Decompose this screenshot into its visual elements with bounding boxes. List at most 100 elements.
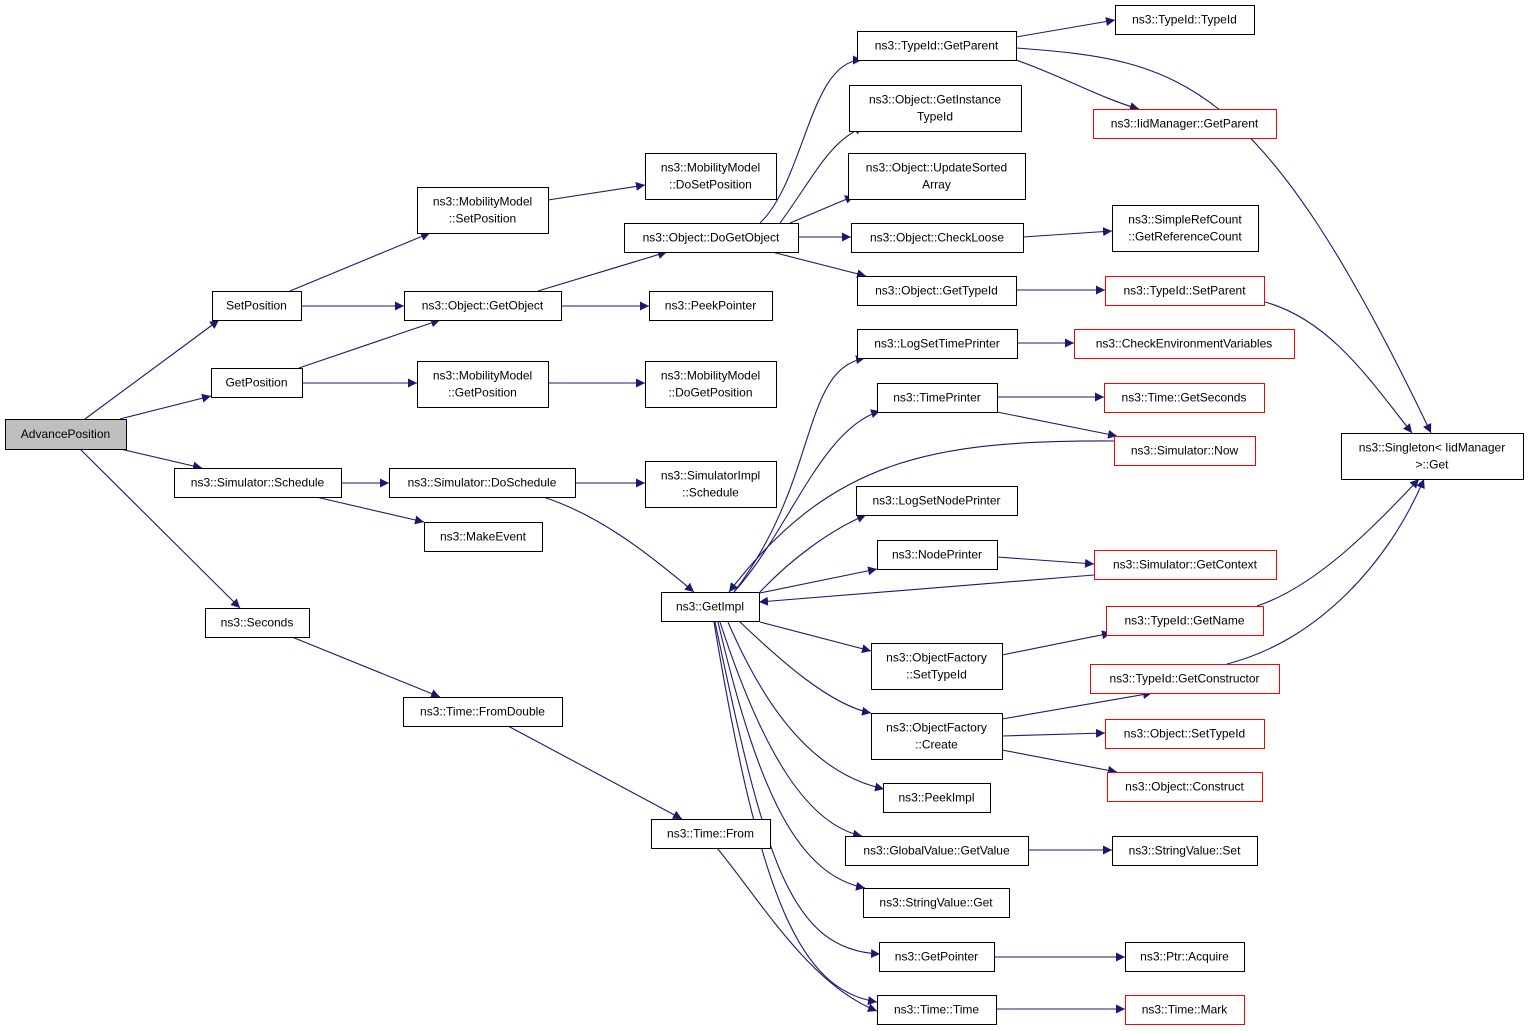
node-box xyxy=(871,713,1003,760)
edge-sim_dosched-to-getimpl xyxy=(542,496,695,593)
node-singleton_get[interactable]: ns3::Singleton< IidManager>::Get xyxy=(1341,433,1524,480)
node-box xyxy=(1112,836,1258,866)
node-label: ns3::SimulatorImpl xyxy=(661,469,760,483)
node-sched[interactable]: ns3::Simulator::Schedule xyxy=(174,468,342,498)
node-checkenv[interactable]: ns3::CheckEnvironmentVariables xyxy=(1074,329,1295,359)
edge-getimpl-to-nodeprinter xyxy=(759,566,878,594)
node-fromdouble[interactable]: ns3::Time::FromDouble xyxy=(403,697,563,727)
node-peekptr[interactable]: ns3::PeekPointer xyxy=(649,291,773,321)
node-seconds[interactable]: ns3::Seconds xyxy=(205,608,310,638)
node-label: ns3::Ptr::Acquire xyxy=(1140,950,1229,964)
node-box xyxy=(845,836,1029,866)
node-box xyxy=(645,461,777,508)
node-label: ns3::MobilityModel xyxy=(661,161,760,175)
node-obj_checkloose[interactable]: ns3::Object::CheckLoose xyxy=(851,223,1024,253)
node-getimpl[interactable]: ns3::GetImpl xyxy=(661,592,760,622)
node-logsetnode[interactable]: ns3::LogSetNodePrinter xyxy=(856,486,1018,516)
node-sim_getcontext[interactable]: ns3::Simulator::GetContext xyxy=(1094,550,1277,580)
node-time_from[interactable]: ns3::Time::From xyxy=(651,819,771,849)
node-label: ns3::Object::DoGetObject xyxy=(643,231,780,245)
edge-timeprinter-to-sim_now xyxy=(996,411,1118,439)
node-gv_getvalue[interactable]: ns3::GlobalValue::GetValue xyxy=(845,836,1029,866)
node-label: ns3::MobilityModel xyxy=(433,195,532,209)
edge-typeid_getctor-to-singleton_get xyxy=(1226,478,1425,665)
node-label: ns3::Time::Mark xyxy=(1142,1003,1229,1017)
node-advance[interactable]: AdvancePosition xyxy=(5,419,127,450)
node-label: ns3::StringValue::Set xyxy=(1129,844,1242,858)
node-getpos[interactable]: GetPosition xyxy=(211,368,303,398)
node-box xyxy=(863,888,1010,918)
node-time_mark[interactable]: ns3::Time::Mark xyxy=(1125,995,1245,1025)
node-box xyxy=(651,819,771,849)
node-box xyxy=(624,223,799,253)
node-logsettime[interactable]: ns3::LogSetTimePrinter xyxy=(857,329,1018,359)
node-time_getseconds[interactable]: ns3::Time::GetSeconds xyxy=(1104,383,1265,413)
node-box xyxy=(389,468,576,498)
node-box xyxy=(174,468,342,498)
node-sim_now[interactable]: ns3::Simulator::Now xyxy=(1114,436,1256,466)
node-label: ns3::SimpleRefCount xyxy=(1128,213,1242,227)
node-dogetobj[interactable]: ns3::Object::DoGetObject xyxy=(624,223,799,253)
node-srefcount[interactable]: ns3::SimpleRefCount::GetReferenceCount xyxy=(1112,205,1259,252)
node-makeevent[interactable]: ns3::MakeEvent xyxy=(424,522,543,552)
node-mm_dogetpos[interactable]: ns3::MobilityModel::DoGetPosition xyxy=(645,361,777,408)
edge-dogetobj-to-obj_getinst xyxy=(779,126,865,224)
node-box xyxy=(851,223,1024,253)
node-box xyxy=(645,153,777,200)
node-obj_settypeid[interactable]: ns3::Object::SetTypeId xyxy=(1105,719,1265,749)
node-simimpl_sched[interactable]: ns3::SimulatorImpl::Schedule xyxy=(645,461,777,508)
node-obj_getobj[interactable]: ns3::Object::GetObject xyxy=(404,291,562,321)
node-mm_getpos[interactable]: ns3::MobilityModel::GetPosition xyxy=(417,361,549,408)
node-of_settypeid[interactable]: ns3::ObjectFactory::SetTypeId xyxy=(871,643,1003,690)
edge-advance-to-seconds xyxy=(79,448,241,609)
node-label: ns3::Simulator::Schedule xyxy=(191,476,325,490)
node-box xyxy=(1341,433,1524,480)
node-box xyxy=(1105,719,1265,749)
node-mm_setpos[interactable]: ns3::MobilityModel::SetPosition xyxy=(417,187,549,234)
node-box xyxy=(857,31,1017,61)
node-box xyxy=(1104,383,1265,413)
node-time_time[interactable]: ns3::Time::Time xyxy=(877,995,997,1025)
node-typeid_setparent[interactable]: ns3::TypeId::SetParent xyxy=(1105,276,1265,306)
edge-getimpl-to-sv_get xyxy=(717,621,866,891)
node-label: ::SetTypeId xyxy=(906,668,967,682)
edge-getimpl-to-time_time xyxy=(713,621,878,1006)
edge-sim_getcontext-to-getimpl xyxy=(758,574,1095,606)
node-label: ::GetReferenceCount xyxy=(1128,230,1242,244)
node-box xyxy=(424,522,543,552)
node-obj_construct[interactable]: ns3::Object::Construct xyxy=(1107,772,1263,802)
node-box xyxy=(1105,276,1265,306)
node-timeprinter[interactable]: ns3::TimePrinter xyxy=(877,383,998,413)
edge-advance-to-getpos xyxy=(119,393,212,420)
node-label: ns3::NodePrinter xyxy=(892,548,982,562)
node-box xyxy=(877,995,997,1025)
node-box xyxy=(212,291,302,321)
node-typeid_typeid[interactable]: ns3::TypeId::TypeId xyxy=(1115,5,1255,35)
node-nodeprinter[interactable]: ns3::NodePrinter xyxy=(877,540,998,570)
node-ptr_acquire[interactable]: ns3::Ptr::Acquire xyxy=(1125,942,1245,972)
edge-typeid_getname-to-singleton_get xyxy=(1256,478,1420,607)
node-box xyxy=(883,783,991,813)
node-box xyxy=(5,419,127,450)
node-peekimpl[interactable]: ns3::PeekImpl xyxy=(883,783,991,813)
node-typeid_getparent[interactable]: ns3::TypeId::GetParent xyxy=(857,31,1017,61)
node-setpos[interactable]: SetPosition xyxy=(212,291,302,321)
node-typeid_getname[interactable]: ns3::TypeId::GetName xyxy=(1106,606,1264,636)
node-obj_gettypeid[interactable]: ns3::Object::GetTypeId xyxy=(857,276,1017,306)
node-box xyxy=(403,697,563,727)
edge-obj_getobj-to-dogetobj xyxy=(537,250,668,292)
node-sim_dosched[interactable]: ns3::Simulator::DoSchedule xyxy=(389,468,576,498)
node-typeid_getctor[interactable]: ns3::TypeId::GetConstructor xyxy=(1090,664,1280,694)
node-box xyxy=(1093,109,1277,139)
node-of_create[interactable]: ns3::ObjectFactory::Create xyxy=(871,713,1003,760)
edge-advance-to-sched xyxy=(119,448,203,471)
node-sv_set[interactable]: ns3::StringValue::Set xyxy=(1112,836,1258,866)
node-sv_get[interactable]: ns3::StringValue::Get xyxy=(863,888,1010,918)
node-iid_getparent[interactable]: ns3::IidManager::GetParent xyxy=(1093,109,1277,139)
node-label: ::DoGetPosition xyxy=(668,386,752,400)
edge-getimpl-to-of_create xyxy=(739,621,872,716)
node-mm_dosetpos[interactable]: ns3::MobilityModel::DoSetPosition xyxy=(645,153,777,200)
node-getpointer[interactable]: ns3::GetPointer xyxy=(879,942,995,972)
